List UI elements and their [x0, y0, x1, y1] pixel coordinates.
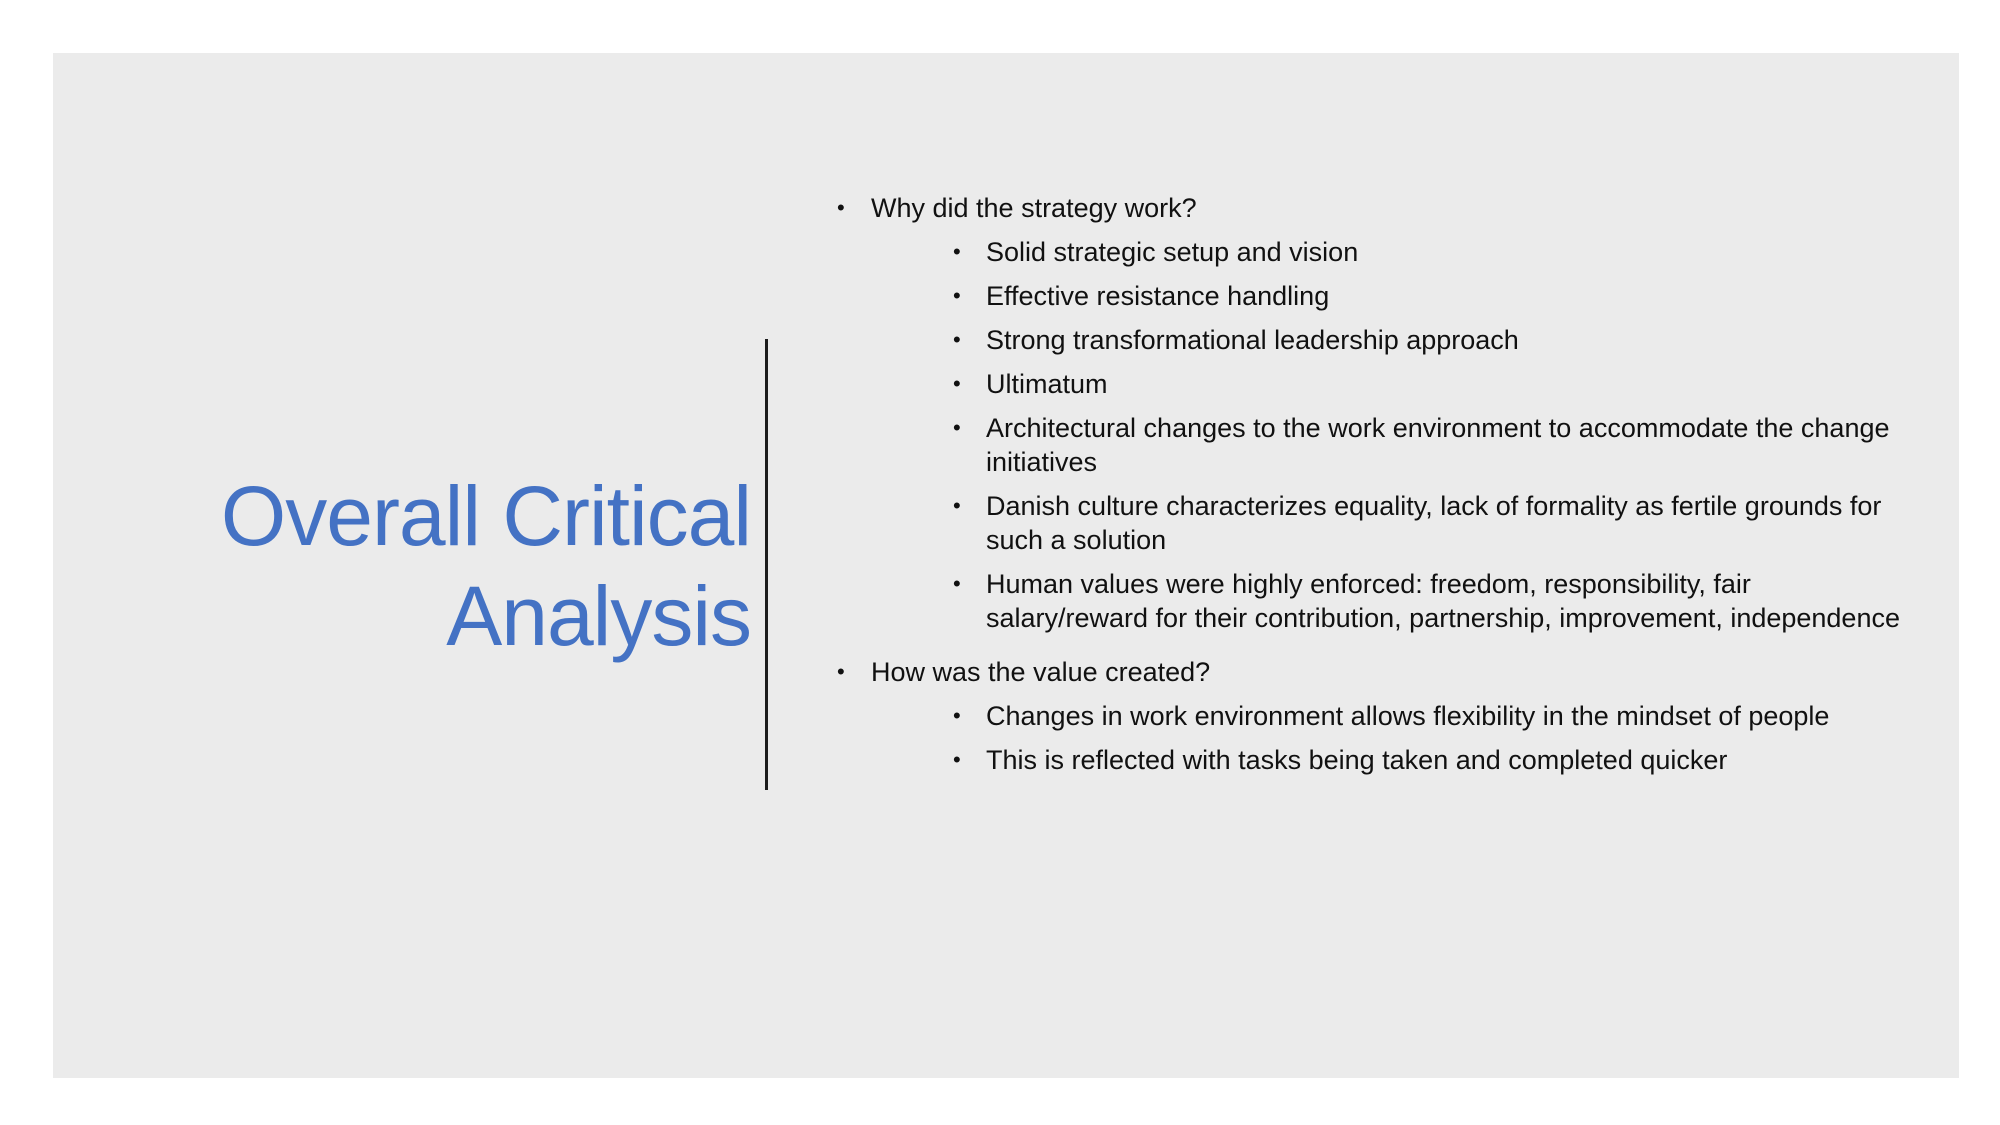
slide-content: • Why did the strategy work? • Solid stra…: [831, 191, 1911, 797]
vertical-divider: [765, 339, 768, 790]
list-item-text: Changes in work environment allows flexi…: [986, 701, 1830, 731]
list-item-text: This is reflected with tasks being taken…: [986, 745, 1728, 775]
list-item-text: Effective resistance handling: [986, 281, 1330, 311]
bullet-icon: •: [953, 703, 961, 728]
slide-title: Overall Critical Analysis: [220, 466, 752, 666]
bullet-icon: •: [953, 415, 961, 440]
list-item-text: Ultimatum: [986, 369, 1108, 399]
list-item-text: Human values were highly enforced: freed…: [986, 569, 1900, 633]
bullet-icon: •: [953, 571, 961, 596]
list-item: • Danish culture characterizes equality, …: [871, 489, 1911, 557]
section-why: • Why did the strategy work? • Solid stra…: [831, 191, 1911, 635]
list-item: • Changes in work environment allows flex…: [871, 699, 1911, 733]
list-item: • Human values were highly enforced: free…: [871, 567, 1911, 635]
bullet-icon: •: [953, 239, 961, 264]
slide-title-area: Overall Critical Analysis: [143, 53, 752, 1078]
section-how: • How was the value created? • Changes in…: [831, 655, 1911, 777]
bullet-icon: •: [953, 371, 961, 396]
list-item: • Effective resistance handling: [871, 279, 1911, 313]
list-item: • Strong transformational leadership appr…: [871, 323, 1911, 357]
list-item: • Ultimatum: [871, 367, 1911, 401]
sub-bullet-list: • Solid strategic setup and vision • Effec…: [871, 235, 1911, 635]
list-item-text: Solid strategic setup and vision: [986, 237, 1359, 267]
bullet-icon: •: [953, 493, 961, 518]
section-heading: Why did the strategy work?: [871, 193, 1197, 223]
bullet-list: • Why did the strategy work? • Solid stra…: [831, 191, 1911, 777]
slide-title-line-1: Overall Critical: [220, 468, 752, 563]
bullet-icon: •: [953, 283, 961, 308]
bullet-icon: •: [837, 195, 845, 220]
slide: Overall Critical Analysis • Why did the …: [53, 53, 1959, 1078]
list-item: • Architectural changes to the work envir…: [871, 411, 1911, 479]
bullet-icon: •: [837, 659, 845, 684]
list-item: • Solid strategic setup and vision: [871, 235, 1911, 269]
section-heading: How was the value created?: [871, 657, 1211, 687]
sub-bullet-list: • Changes in work environment allows flex…: [871, 699, 1911, 777]
bullet-icon: •: [953, 747, 961, 772]
bullet-icon: •: [953, 327, 961, 352]
list-item-text: Strong transformational leadership appro…: [986, 325, 1519, 355]
list-item-text: Architectural changes to the work enviro…: [986, 413, 1890, 477]
slide-title-line-2: Analysis: [446, 568, 752, 663]
list-item: • This is reflected with tasks being take…: [871, 743, 1911, 777]
list-item-text: Danish culture characterizes equality, l…: [986, 491, 1882, 555]
